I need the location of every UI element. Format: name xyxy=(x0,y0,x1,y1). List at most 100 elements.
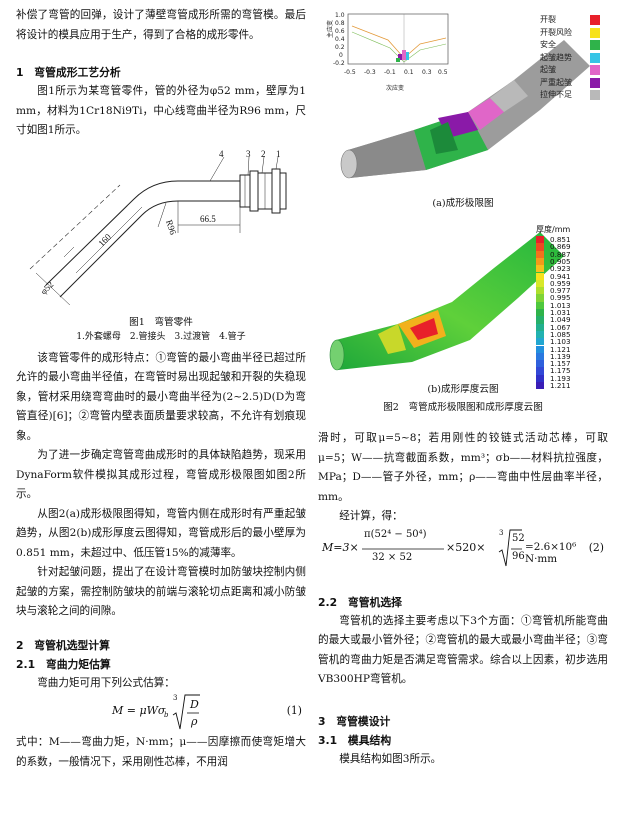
colorbar-swatch xyxy=(536,352,544,361)
colorbar-value: 0.887 xyxy=(550,249,571,259)
fld-ytick-3: 0.6 xyxy=(335,28,345,35)
fig1-dim-phi52: φ52 xyxy=(38,279,55,296)
eq2-den: 32 × 52 xyxy=(372,551,413,563)
paragraph-2: 该弯管零件的成形特点：①弯管的最小弯曲半径已超过所允许的最小弯曲半径值，在弯管时… xyxy=(16,351,306,442)
colorbar-swatch xyxy=(536,301,544,309)
fld-legend-swatch xyxy=(590,27,600,38)
section-2-1-heading: 2.1 弯曲力矩估算 xyxy=(16,657,111,671)
eq2-number: (2) xyxy=(588,540,604,554)
fld-xtick-6: 0.5 xyxy=(438,69,448,76)
equation-1: M = μWσ b 3 D ρ (1) xyxy=(16,693,306,733)
colorbar-swatch xyxy=(536,294,544,302)
right-paragraph-3: 弯管机的选择主要考虑以下3个方面：①弯管机所能弯曲的最大或最小管外径；②弯管机的… xyxy=(318,614,608,686)
section-1-heading: 1 弯管成形工艺分析 xyxy=(16,66,121,79)
colorbar-value: 0.905 xyxy=(550,256,571,266)
colorbar-swatch xyxy=(536,323,544,331)
paragraph-4: 从图2(a)成形极限图得知，弯管内侧在成形时有严重起皱趋势，从图2(b)成形厚度… xyxy=(16,507,306,559)
fld-legend-label: 拉伸不足 xyxy=(540,90,572,99)
colorbar-value: 0.869 xyxy=(550,242,571,252)
fld-ytick-6: 0 xyxy=(339,52,343,59)
fld-legend-label: 开裂风险 xyxy=(540,27,572,37)
eq2-root-den: 96 xyxy=(512,550,525,562)
figure-1: 4 3 2 1 R96 66.5 160 φ52 图1 弯管零件 1.外套螺母 … xyxy=(16,147,306,342)
fld-xtick-1: -0.5 xyxy=(344,69,356,76)
fig1-label-4: 4 xyxy=(219,149,224,159)
colorbar-value: 0.941 xyxy=(550,271,571,281)
fld-legend-label: 严重起皱 xyxy=(540,77,572,87)
colorbar-value: 0.851 xyxy=(550,235,571,244)
section-2-heading: 2 弯管机选型计算 xyxy=(16,638,110,652)
section-3-1-heading: 3.1 模具结构 xyxy=(318,733,392,747)
colorbar-value: 1.031 xyxy=(550,308,571,317)
colorbar-value: 1.211 xyxy=(550,381,571,390)
fld-legend-swatch xyxy=(590,40,600,50)
eq2-root-num: 52 xyxy=(512,532,525,544)
fld-xtick-4: 0.1 xyxy=(404,69,414,76)
fld-ylabel: 主应变 xyxy=(326,20,334,38)
fld-pipe-render: 主应变 次应变 1.0 0.8 0.6 0.4 0.2 0 -0.2 -0.5 … xyxy=(326,12,590,179)
fld-ytick-4: 0.4 xyxy=(335,36,345,43)
colorbar-swatch xyxy=(536,367,544,375)
right-column: 主应变 次应变 1.0 0.8 0.6 0.4 0.2 0 -0.2 -0.5 … xyxy=(318,0,608,769)
colorbar-value: 1.175 xyxy=(550,366,571,376)
figure-2b-caption: (b)成形厚度云图 xyxy=(427,384,499,395)
figure-1-legend: 1.外套螺母 2.管接头 3.过渡管 4.管子 xyxy=(76,331,246,342)
colorbar-swatch xyxy=(536,272,544,280)
colorbar-swatch xyxy=(536,279,544,288)
fig1-dim-66-5: 66.5 xyxy=(200,214,216,224)
pipe-drawing: 4 3 2 1 R96 66.5 160 φ52 xyxy=(29,149,287,305)
colorbar-swatch xyxy=(536,382,544,390)
colorbar-swatch xyxy=(536,265,544,273)
eq2-num: π(52⁴ − 50⁴) xyxy=(364,528,427,540)
fld-legend-label: 安全 xyxy=(540,40,556,49)
figure-2a: 主应变 次应变 1.0 0.8 0.6 0.4 0.2 0 -0.2 -0.5 … xyxy=(318,0,608,210)
fig1-dim-r96: R96 xyxy=(164,218,178,236)
figure-2-caption: 图2 弯管成形极限图和成形厚度云图 xyxy=(383,402,543,413)
fig1-label-2: 2 xyxy=(261,149,266,159)
fld-xtick-5: 0.3 xyxy=(422,69,432,76)
fld-legend-label: 起皱 xyxy=(540,65,556,74)
colorbar-swatch xyxy=(536,338,544,346)
fld-legend-swatch xyxy=(590,90,600,100)
eq1-number: (1) xyxy=(286,704,302,717)
fld-legend-swatch xyxy=(590,52,600,63)
eq1-den: ρ xyxy=(191,715,198,728)
fld-legend-label: 起皱趋势 xyxy=(540,52,572,62)
colorbar-value: 0.995 xyxy=(550,293,571,303)
colorbar-swatch xyxy=(536,374,544,382)
fld-ytick-7: -0.2 xyxy=(333,60,345,67)
colorbar-swatch xyxy=(536,243,544,251)
colorbar-swatch xyxy=(536,309,544,317)
fld-legend-label: 开裂 xyxy=(540,15,556,24)
colorbar-value: 1.103 xyxy=(550,337,571,347)
intro-paragraph: 补偿了弯管的回弹，设计了薄壁弯管成形所需的弯管模。最后将设计的模具应用于生产，得… xyxy=(16,9,306,41)
colorbar-value: 1.193 xyxy=(550,373,571,383)
colorbar-swatch xyxy=(536,287,544,295)
colorbar-value: 1.049 xyxy=(550,315,571,325)
fld-xtick-3: -0.1 xyxy=(384,69,396,76)
eq2-root-index: 3 xyxy=(499,528,504,537)
thickness-title: 厚度/mm xyxy=(536,225,571,234)
section-2-2-heading: 2.2 弯管机选择 xyxy=(318,595,402,609)
eq1-sub: b xyxy=(164,711,169,719)
eq2-lhs: M=3× xyxy=(322,540,359,554)
colorbar-swatch xyxy=(536,257,544,266)
fld-ytick-5: 0.2 xyxy=(335,44,345,51)
colorbar-value: 1.139 xyxy=(550,351,571,361)
equation-2: M=3× π(52⁴ − 50⁴) 32 × 52 ×520× 3 52 96 … xyxy=(318,527,608,573)
colorbar-value: 1.067 xyxy=(550,322,571,332)
figure-1-caption: 图1 弯管零件 xyxy=(129,316,193,328)
section-3-heading: 3 弯管模设计 xyxy=(318,714,391,728)
colorbar-value: 1.013 xyxy=(550,300,571,310)
fig1-label-3: 3 xyxy=(246,149,251,159)
colorbar-swatch xyxy=(536,360,544,368)
colorbar-value: 0.959 xyxy=(550,278,571,288)
fld-legend-swatch xyxy=(590,15,600,25)
right-paragraph-4: 模具结构如图3所示。 xyxy=(339,752,442,765)
paragraph-3: 为了进一步确定弯管弯曲成形时的具体缺陷趋势，现采用DynaForm软件模拟其成形… xyxy=(16,449,306,500)
eq1-lhs: M = μWσ xyxy=(112,704,166,717)
right-paragraph-2: 经计算，得： xyxy=(339,510,403,522)
left-column: 补偿了弯管的回弹，设计了薄壁弯管成形所需的弯管模。最后将设计的模具应用于生产，得… xyxy=(16,0,306,772)
colorbar-value: 1.085 xyxy=(550,329,571,339)
